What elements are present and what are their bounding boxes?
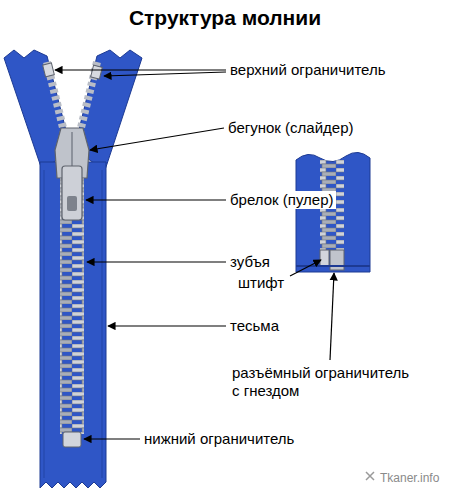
diagram-title: Структура молнии: [0, 6, 450, 30]
part-label: нижний ограничитель: [142, 430, 296, 448]
tape-seam: [44, 170, 45, 478]
leader-line: [330, 273, 334, 360]
top-stop: [43, 63, 55, 77]
pin: [320, 250, 329, 266]
tape-seam: [102, 170, 103, 478]
leader-line: [290, 260, 321, 276]
bottom-stop: [63, 432, 81, 447]
leader-line: [90, 128, 224, 150]
leader-line: [108, 325, 226, 326]
slider-ridge: [71, 132, 73, 168]
leader-line: [87, 261, 226, 262]
pull-slot: [67, 196, 77, 211]
part-label: зубъя: [228, 253, 272, 271]
leader-line: [86, 199, 226, 200]
part-label: верхний ограничитель: [228, 61, 388, 79]
zipper-teeth: [60, 150, 84, 434]
part-label: штифт: [236, 274, 286, 292]
part-label: брелок (пулер): [228, 191, 336, 209]
leader-line: [84, 438, 140, 439]
part-label: разъёмный ограничитель с гнездом: [230, 364, 420, 400]
part-label: тесьма: [228, 317, 281, 335]
watermark: Tkaner.info: [378, 469, 441, 487]
leader-line: [104, 72, 226, 76]
zipper-pull: [62, 166, 82, 220]
watermark-logo: [366, 472, 374, 480]
part-label: бегунок (слайдер): [226, 119, 356, 137]
zipper-tape: [296, 152, 370, 272]
top-stop: [91, 65, 103, 79]
leader-line: [55, 69, 226, 70]
